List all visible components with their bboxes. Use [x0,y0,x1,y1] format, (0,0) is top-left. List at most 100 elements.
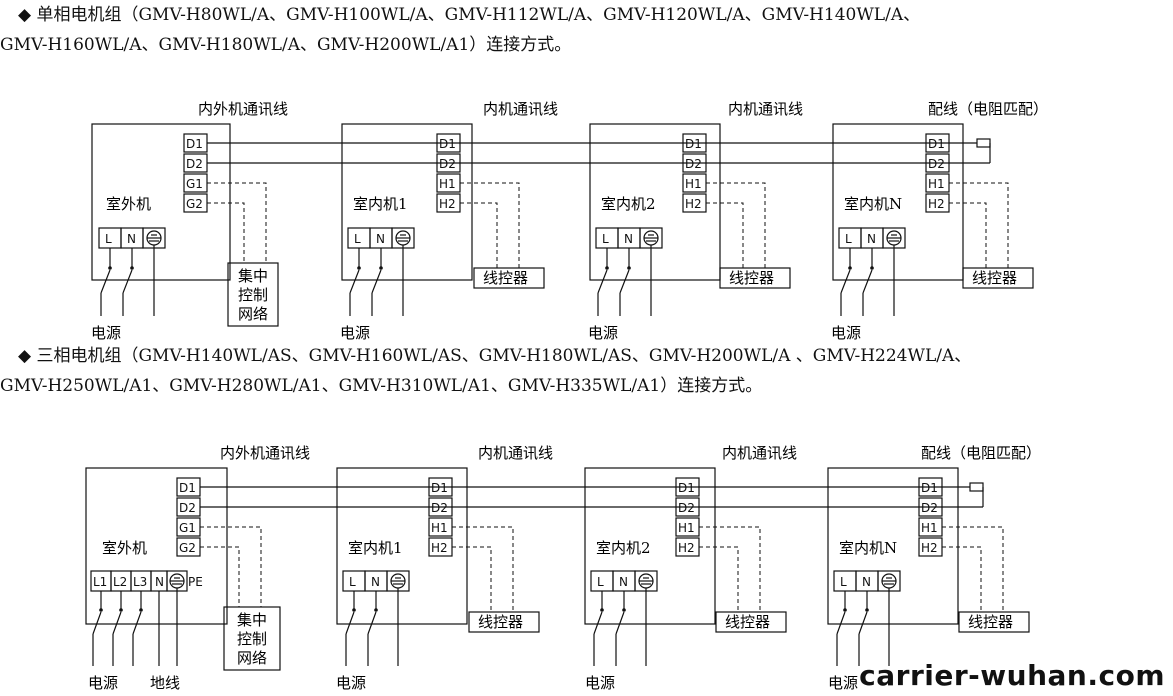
svg-text:D2: D2 [685,157,702,171]
wired-controller-box [473,267,545,289]
svg-text:电源: 电源 [88,674,118,692]
svg-text:L: L [602,232,609,246]
svg-text:电源: 电源 [340,324,370,342]
central-control-box [223,606,281,671]
indoor-comm-line-label: 内机通讯线 [722,444,797,462]
wired-controller-label: 线控器 [483,269,528,287]
section1-heading-line1: ◆ 单相电机组（GMV-H80WL/A、GMV-H100WL/A、GMV-H11… [18,0,1173,30]
svg-text:D2: D2 [431,501,448,515]
indoor-unit-n-box [827,467,959,625]
svg-text:D1: D1 [685,137,702,151]
svg-text:D2: D2 [439,157,456,171]
svg-text:控制: 控制 [237,630,267,648]
section2-heading-line2: GMV-H250WL/A1、GMV-H280WL/A1、GMV-H310WL/A… [0,376,763,396]
outdoor-unit-label: 室外机 [102,539,147,557]
svg-text:L: L [597,575,604,589]
svg-text:N: N [376,232,385,246]
svg-text:H1: H1 [921,521,938,535]
svg-text:电源: 电源 [831,324,861,342]
svg-text:G2: G2 [179,541,196,555]
indoor-unit-1-label: 室内机1 [348,539,403,557]
matching-resistor-label: 配线（电阻匹配） [928,100,1048,118]
terminal-h1: H1 [439,177,456,191]
terminal-l3: L3 [133,575,147,589]
svg-text:H2: H2 [678,541,695,555]
svg-text:L: L [845,232,852,246]
svg-text:G1: G1 [179,521,196,535]
svg-text:H1: H1 [928,177,945,191]
svg-text:L: L [354,232,361,246]
svg-text:线控器: 线控器 [725,613,770,631]
svg-text:N: N [371,575,380,589]
indoor-unit-2-box [589,123,721,281]
terminal-l1: L1 [93,575,107,589]
svg-text:N: N [155,575,164,589]
central-control-label-2: 控制 [238,286,268,304]
svg-text:N: N [624,232,633,246]
ground-icon [146,230,902,246]
svg-text:H1: H1 [431,521,448,535]
central-control-box [227,262,279,327]
svg-text:H2: H2 [685,197,702,211]
svg-text:N: N [867,232,876,246]
svg-text:线控器: 线控器 [478,613,523,631]
terminal-n: N [127,232,136,246]
svg-text:电源: 电源 [585,674,615,692]
svg-text:D2: D2 [678,501,695,515]
section1-heading-line2: GMV-H160WL/A、GMV-H180WL/A、GMV-H200WL/A1）… [0,35,572,55]
svg-text:N: N [862,575,871,589]
svg-text:D2: D2 [179,501,196,515]
svg-text:线控器: 线控器 [972,269,1017,287]
outdoor-unit-box [85,467,228,625]
svg-text:D1: D1 [921,481,938,495]
indoor-unit-2-label: 室内机2 [601,195,656,213]
svg-text:D1: D1 [928,137,945,151]
outdoor-unit-box [91,123,231,281]
central-control-label-1: 集中 [238,267,268,285]
outdoor-comm-line-label: 内外机通讯线 [220,444,310,462]
section2-line1-text: 三相电机组（GMV-H140WL/AS、GMV-H160WL/AS、GMV-H1… [31,346,972,366]
svg-text:电源: 电源 [828,674,858,692]
indoor-unit-1-box [341,123,473,281]
indoor-comm-line-label: 内机通讯线 [483,100,558,118]
terminal-d1: D1 [186,137,203,151]
svg-text:D2: D2 [921,501,938,515]
svg-text:电源: 电源 [588,324,618,342]
terminal-g1: G1 [186,177,203,191]
terminal-h2: H2 [439,197,456,211]
svg-text:N: N [619,575,628,589]
indoor-comm-line-label: 内机通讯线 [728,100,803,118]
ground-icon [169,573,897,589]
terminal-g2: G2 [186,197,203,211]
svg-text:H1: H1 [685,177,702,191]
svg-text:D1: D1 [678,481,695,495]
power-switch-lines [92,588,890,666]
svg-text:D1: D1 [431,481,448,495]
indoor-comm-line-label: 内机通讯线 [478,444,553,462]
svg-text:D1: D1 [179,481,196,495]
ground-wire-label: 地线 [150,674,180,692]
indoor-unit-n-label: 室内机N [844,195,902,213]
diamond-bullet-icon: ◆ [18,346,32,366]
outdoor-unit-label: 室外机 [106,195,151,213]
power-switch-lines [100,245,895,316]
svg-text:H2: H2 [431,541,448,555]
section2-heading-line1: ◆ 三相电机组（GMV-H140WL/AS、GMV-H160WL/AS、GMV-… [18,341,1173,371]
indoor-unit-n-label: 室内机N [839,539,897,557]
terminal-l2: L2 [113,575,127,589]
svg-text:线控器: 线控器 [729,269,774,287]
svg-text:集中: 集中 [237,611,267,629]
indoor-unit-n-box [832,123,964,281]
svg-text:网络: 网络 [237,649,267,667]
svg-text:线控器: 线控器 [968,613,1013,631]
svg-text:D2: D2 [928,157,945,171]
indoor-unit-2-box [584,467,716,625]
svg-text:L: L [840,575,847,589]
terminal-l: L [105,232,112,246]
svg-text:L: L [349,575,356,589]
terminal-pe: PE [188,575,203,589]
indoor-unit-1-box [336,467,468,625]
outdoor-comm-line-label: 内外机通讯线 [198,100,288,118]
